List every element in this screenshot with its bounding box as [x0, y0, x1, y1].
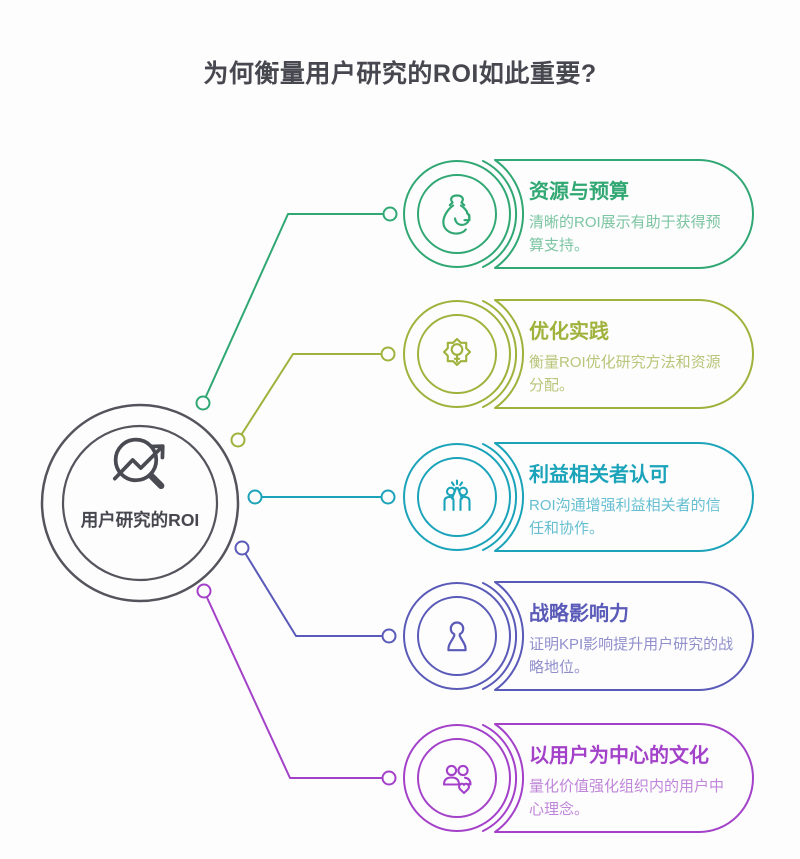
connector-dot-start	[230, 432, 246, 448]
item-circle-outer	[403, 443, 511, 551]
connector-stakeholder	[247, 489, 396, 505]
item-ring-arc	[482, 160, 517, 268]
item-title: 战略影响力	[529, 603, 629, 625]
connector-dot-start	[196, 583, 212, 599]
item-ring-arc	[482, 724, 517, 832]
item-description: 清晰的ROI展示有助于获得预算支持。	[529, 214, 721, 254]
item-culture: 以用户为中心的文化 量化价值强化组织内的用户中心理念。	[529, 745, 734, 821]
item-optimize: 优化实践 衡量ROI优化研究方法和资源分配。	[529, 321, 734, 397]
item-strategy: 战略影响力 证明KPI影响提升用户研究的战略地位。	[529, 603, 734, 679]
item-pill	[494, 299, 754, 409]
gear-bulb-icon	[442, 337, 472, 367]
search-trend-icon	[112, 437, 165, 490]
item-description: 衡量ROI优化研究方法和资源分配。	[529, 354, 721, 394]
connector-culture	[196, 583, 397, 786]
connector-strategy	[234, 540, 397, 644]
page-title: 为何衡量用户研究的ROI如此重要?	[203, 60, 597, 88]
hub-ring-inner	[61, 424, 219, 582]
item-stakeholder: 利益相关者认可 ROI沟通增强利益相关者的信任和协作。	[529, 464, 734, 540]
high-five-icon	[443, 479, 471, 512]
item-title: 以用户为中心的文化	[529, 745, 709, 767]
item-frame-resources	[403, 159, 754, 269]
connector-line	[241, 547, 390, 637]
connector-dot-end	[382, 206, 398, 222]
connector-line	[237, 353, 389, 441]
item-pill	[494, 723, 754, 833]
item-frame-stakeholder	[403, 442, 754, 552]
item-circle-inner	[417, 596, 497, 676]
item-description: 证明KPI影响提升用户研究的战略地位。	[529, 636, 734, 676]
item-circle-inner	[417, 174, 497, 254]
item-circle-inner	[417, 738, 497, 818]
item-pill	[494, 581, 754, 691]
item-ring-arc	[482, 443, 517, 551]
connector-line	[203, 590, 390, 779]
item-circle-outer	[403, 160, 511, 268]
item-circle-outer	[403, 582, 511, 690]
connector-dot-end	[380, 346, 396, 362]
item-circle-inner	[417, 457, 497, 537]
money-bag-refresh-icon	[442, 194, 471, 235]
item-title: 利益相关者认可	[529, 464, 669, 486]
connector-line	[202, 213, 391, 404]
item-resources: 资源与预算 清晰的ROI展示有助于获得预算支持。	[529, 181, 734, 257]
people-heart-icon	[442, 764, 472, 795]
connector-dot-start	[247, 489, 263, 505]
item-frame-strategy	[403, 581, 754, 691]
connector-dot-end	[381, 770, 397, 786]
item-pill	[494, 442, 754, 552]
item-description: 量化价值强化组织内的用户中心理念。	[529, 778, 725, 818]
hub-label: 用户研究的ROI	[80, 510, 200, 530]
item-circle-inner	[417, 314, 497, 394]
connector-resources	[195, 206, 398, 411]
connector-dot-start	[195, 395, 211, 411]
connector-optimize	[230, 346, 396, 448]
hub-rings	[40, 403, 240, 603]
chess-pawn-icon	[447, 621, 467, 652]
item-title: 优化实践	[529, 321, 609, 343]
connector-dot-end	[380, 489, 396, 505]
connector-dot-start	[234, 540, 250, 556]
item-description: ROI沟通增强利益相关者的信任和协作。	[529, 497, 721, 537]
hub-ring-outer	[40, 403, 240, 603]
item-ring-arc	[482, 300, 517, 408]
item-title: 资源与预算	[529, 181, 629, 203]
item-pill	[494, 159, 754, 269]
item-ring-arc	[482, 582, 517, 690]
connector-dot-end	[381, 628, 397, 644]
